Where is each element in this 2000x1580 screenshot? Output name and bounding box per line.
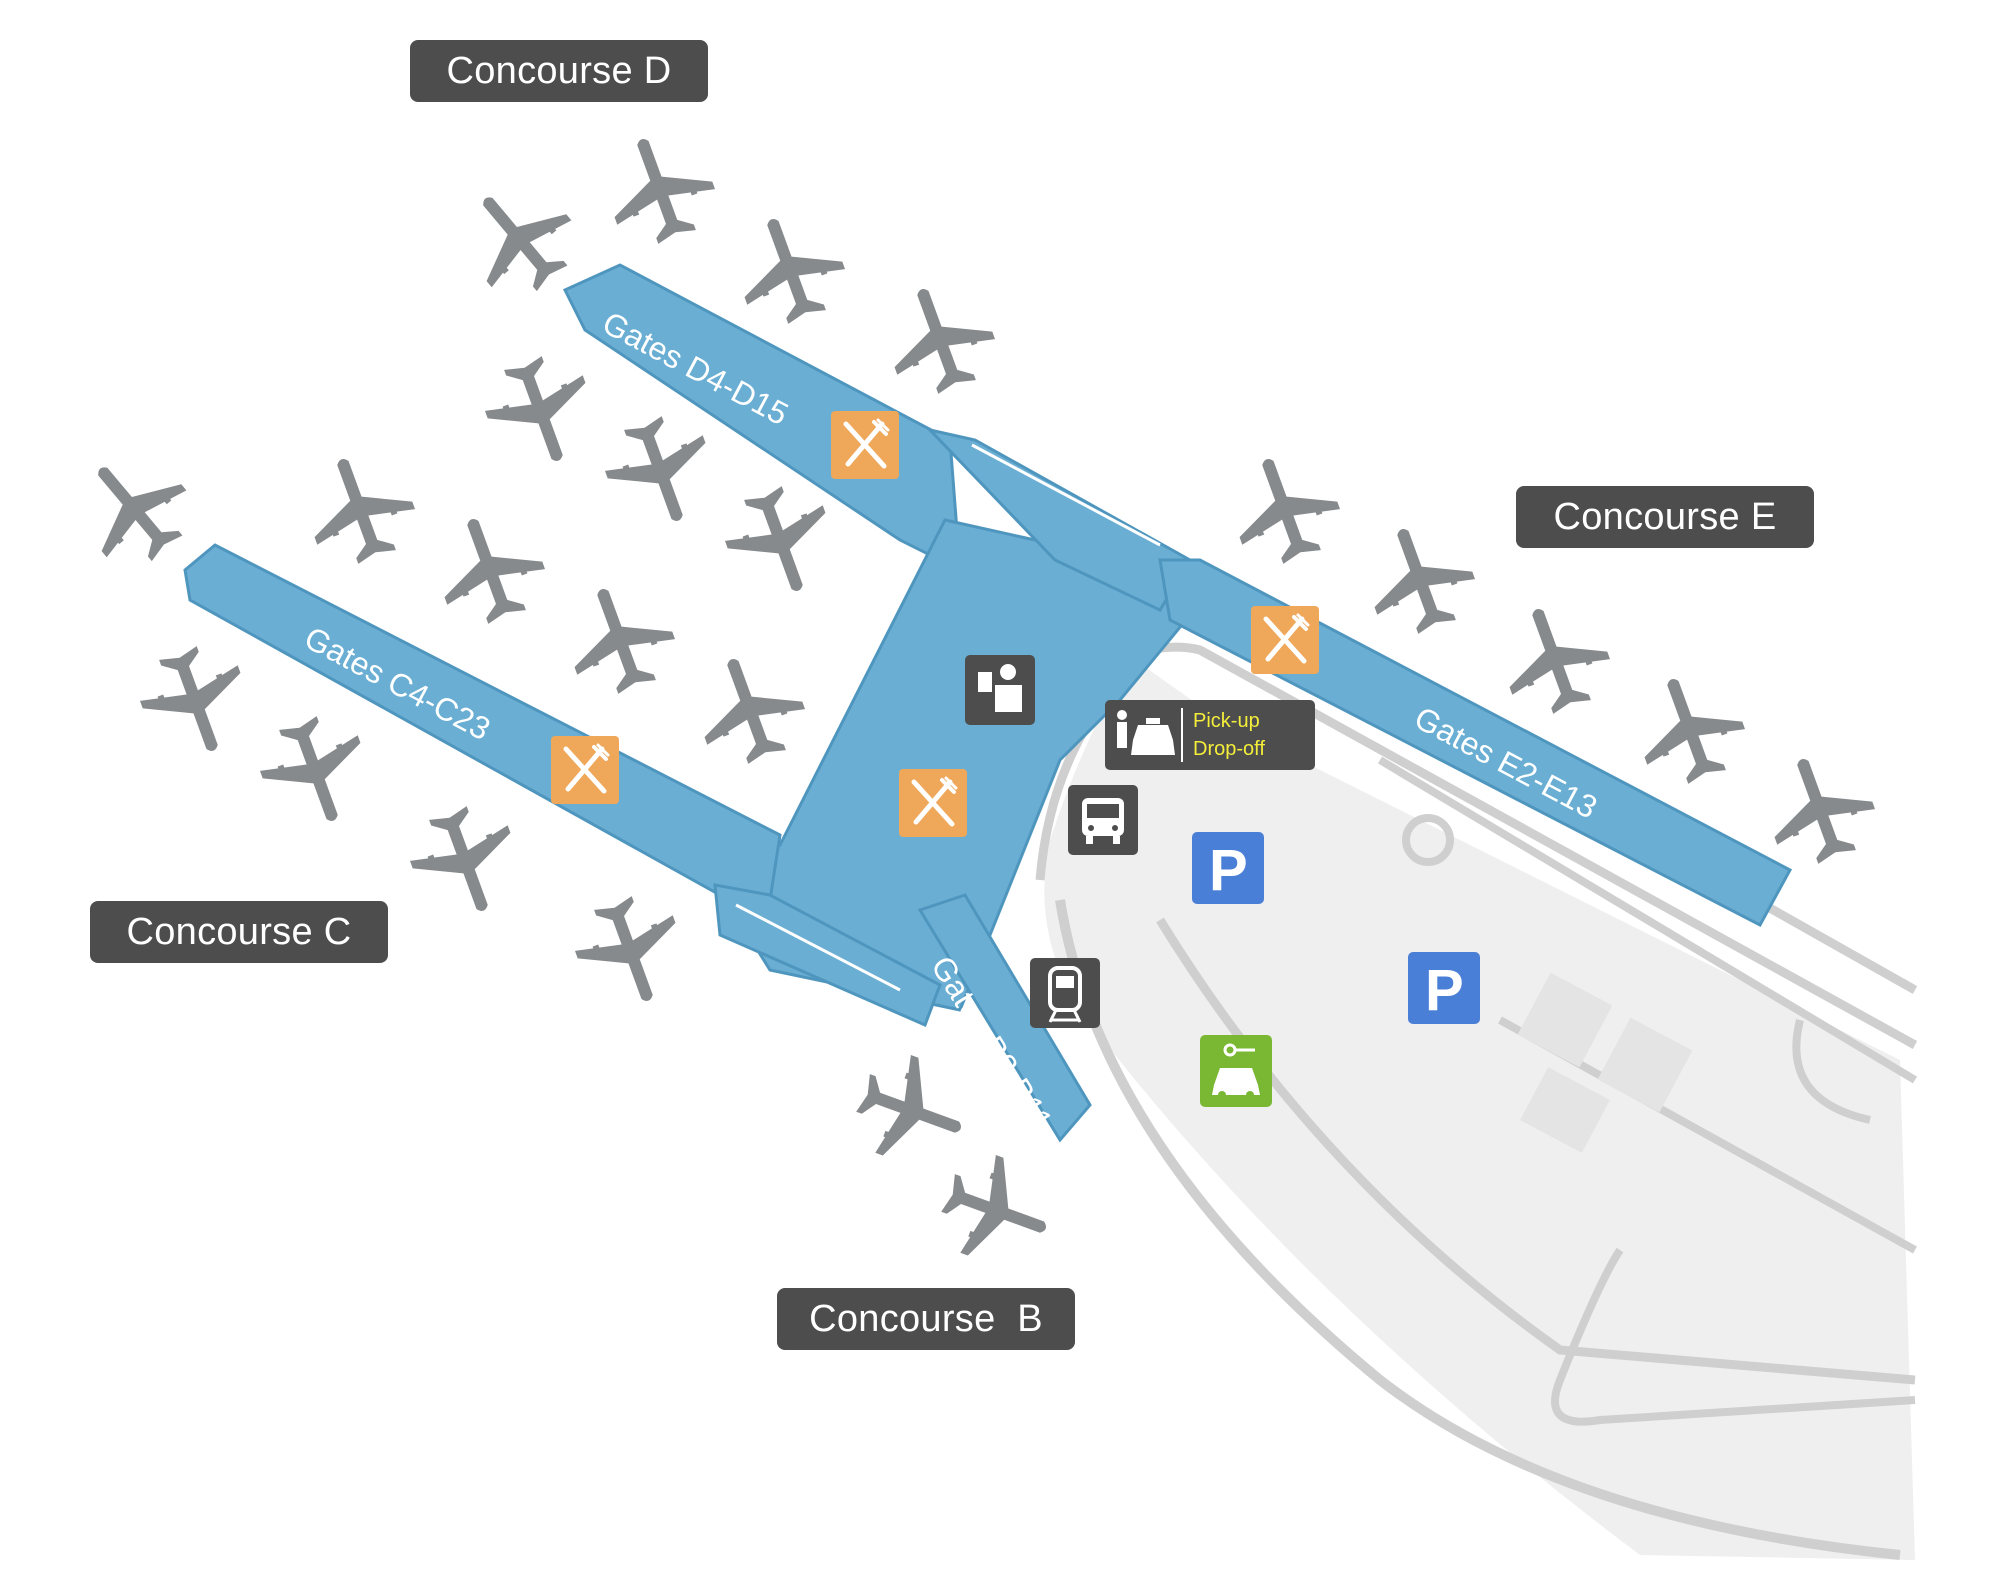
dropoff-label: Drop-off [1193, 738, 1265, 760]
pickup-label: Pick-up [1193, 710, 1260, 732]
airplane-icon [422, 501, 556, 635]
airplane-icon [1622, 661, 1756, 795]
parking-letter: P [1425, 958, 1464, 1023]
concourse-c-label: Concourse C [90, 901, 388, 963]
airplane-icon [249, 705, 383, 839]
parking-letter: P [1209, 838, 1248, 903]
fork-knife-icon[interactable] [831, 411, 899, 479]
fork-knife-icon[interactable] [899, 769, 967, 837]
train-icon[interactable] [1030, 958, 1100, 1028]
airplane-icon [722, 201, 856, 335]
bus-icon[interactable] [1068, 785, 1138, 855]
airplane-icon [872, 271, 1006, 405]
airplane-icon [594, 405, 728, 539]
pier-windows [735, 443, 1161, 992]
airplane-icon [592, 121, 726, 255]
taxi-passenger-icon [1117, 710, 1175, 755]
airplane-icon [1352, 511, 1486, 645]
security-officer-icon[interactable] [965, 655, 1035, 725]
airplane-icon [1487, 591, 1621, 725]
airplane-icon [552, 571, 686, 705]
airplane-icon [930, 1144, 1064, 1278]
fork-knife-icon[interactable] [551, 736, 619, 804]
airplane-icon [399, 795, 533, 929]
airplane-icon [682, 641, 816, 775]
airplane-icon [1217, 441, 1351, 575]
airplane-icon [60, 435, 207, 582]
airplane-icon [129, 635, 263, 769]
airplane-icon [845, 1044, 979, 1178]
airplane-icon [474, 345, 608, 479]
car-rental-icon[interactable] [1200, 1035, 1272, 1107]
airplane-icon [1752, 741, 1886, 875]
airplane-icon [564, 885, 698, 1019]
concourse-b-label: Concourse B [777, 1288, 1075, 1350]
concourse-e-label: Concourse E [1516, 486, 1814, 548]
fork-knife-icon[interactable] [1251, 606, 1319, 674]
parking-icon[interactable]: P [1408, 952, 1480, 1024]
parking-icon[interactable]: P [1192, 832, 1264, 904]
airplane-icon [714, 475, 848, 609]
pickup-dropoff-sign[interactable]: Pick-up Drop-off [1105, 700, 1315, 770]
airplane-icon [292, 441, 426, 575]
concourse-d-label: Concourse D [410, 40, 708, 102]
